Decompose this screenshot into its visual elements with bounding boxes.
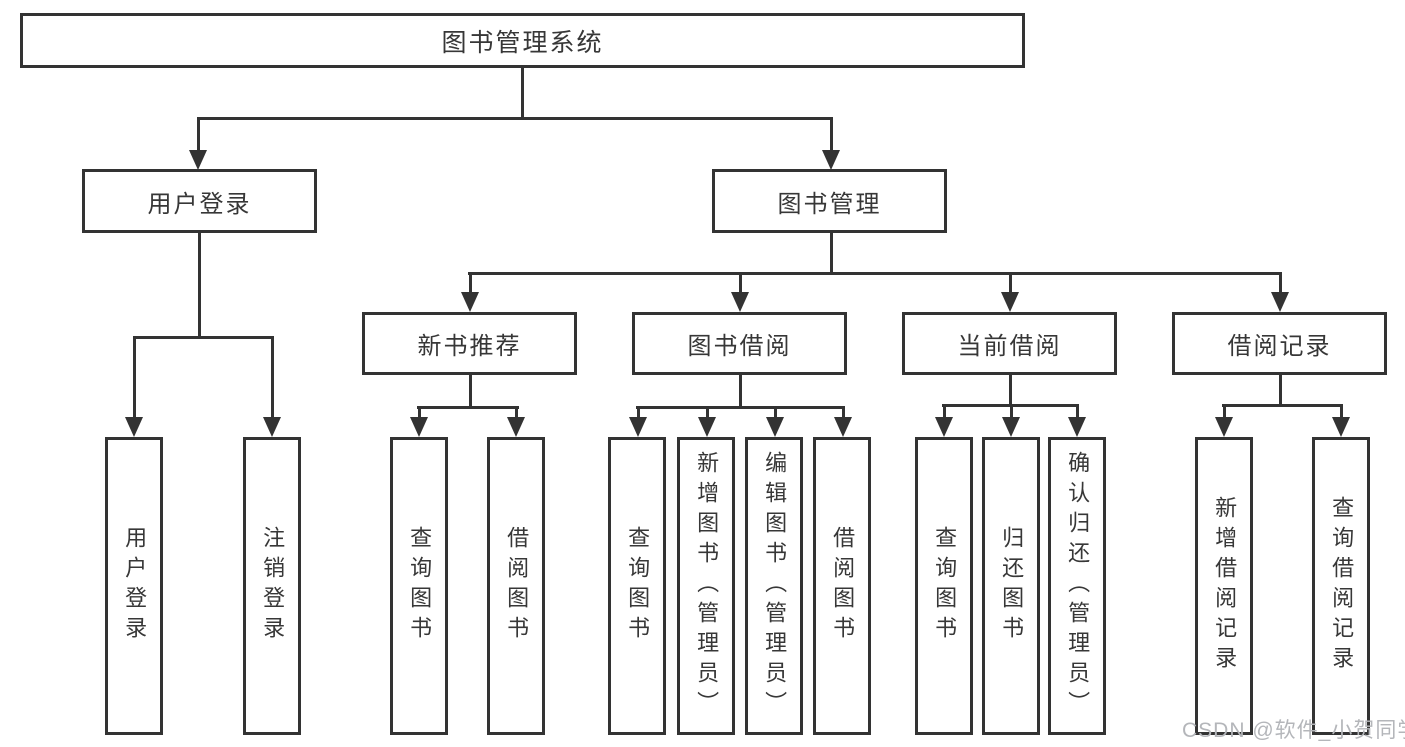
- node-book-borrow: 图书借阅: [632, 312, 847, 375]
- arrow-down-icon: [1332, 417, 1350, 437]
- csdn-watermark: CSDN @软件_小贺同学: [1182, 719, 1405, 742]
- leaf-newbooks-borrow-label: 借阅图书: [504, 526, 530, 646]
- connector-borrow-records-trunk: [1279, 375, 1282, 406]
- leaf-return-book: 归还图书: [982, 437, 1040, 735]
- node-borrow-records-label: 借阅记录: [1227, 333, 1332, 360]
- node-new-book-recommend: 新书推荐: [362, 312, 577, 375]
- leaf-add-borrow-record-label: 新增借阅记录: [1212, 496, 1238, 676]
- connector-root-trunk: [521, 68, 524, 118]
- connector-stub: [774, 406, 777, 420]
- connector-stub: [197, 117, 200, 151]
- leaf-user-login-label: 用户登录: [122, 526, 148, 646]
- leaf-newbooks-query-label: 查询图书: [407, 526, 433, 646]
- connector-user-login-trunk: [198, 233, 201, 337]
- leaf-query-borrow-record: 查询借阅记录: [1312, 437, 1370, 735]
- arrow-down-icon: [822, 150, 840, 170]
- leaf-borrow-edit-admin-label: 编辑图书（管理员）: [762, 451, 788, 721]
- arrow-down-icon: [1215, 417, 1233, 437]
- leaf-user-login: 用户登录: [105, 437, 163, 735]
- leaf-borrow-book-label: 借阅图书: [830, 526, 856, 646]
- node-root: 图书管理系统: [20, 13, 1025, 68]
- arrow-down-icon: [1001, 292, 1019, 312]
- connector-new-book-trunk: [469, 375, 472, 408]
- node-user-login-label: 用户登录: [147, 190, 252, 218]
- arrow-down-icon: [1068, 417, 1086, 437]
- arrow-down-icon: [834, 417, 852, 437]
- arrow-down-icon: [731, 292, 749, 312]
- connector-book-borrow-rail: [636, 406, 845, 409]
- arrow-down-icon: [410, 417, 428, 437]
- leaf-add-borrow-record: 新增借阅记录: [1195, 437, 1253, 735]
- leaf-query-borrow-record-label: 查询借阅记录: [1329, 496, 1355, 676]
- connector-level1-rail: [197, 117, 833, 120]
- node-book-management: 图书管理: [712, 169, 947, 233]
- leaf-return-book-label: 归还图书: [999, 526, 1025, 646]
- arrow-down-icon: [461, 292, 479, 312]
- connector-stub: [1076, 404, 1079, 419]
- connector-borrow-records-rail: [1222, 404, 1343, 407]
- connector-new-book-rail: [417, 406, 519, 409]
- connector-book-borrow-trunk: [739, 375, 742, 408]
- node-new-book-recommend-label: 新书推荐: [417, 333, 522, 360]
- arrow-down-icon: [629, 417, 647, 437]
- node-borrow-records: 借阅记录: [1172, 312, 1387, 375]
- connector-stub: [271, 336, 274, 418]
- connector-stub: [418, 406, 421, 420]
- leaf-confirm-return-admin: 确认归还（管理员）: [1048, 437, 1106, 735]
- node-book-borrow-label: 图书借阅: [687, 333, 792, 360]
- leaf-confirm-return-admin-label: 确认归还（管理员）: [1065, 451, 1091, 721]
- connector-stub: [515, 406, 518, 420]
- arrow-down-icon: [507, 417, 525, 437]
- node-user-login: 用户登录: [82, 169, 317, 233]
- leaf-borrow-query: 查询图书: [608, 437, 666, 735]
- leaf-logout: 注销登录: [243, 437, 301, 735]
- leaf-newbooks-query: 查询图书: [390, 437, 448, 735]
- arrow-down-icon: [189, 150, 207, 170]
- arrow-down-icon: [125, 417, 143, 437]
- connector-user-login-rail: [133, 336, 274, 339]
- leaf-newbooks-borrow: 借阅图书: [487, 437, 545, 735]
- arrow-down-icon: [1271, 292, 1289, 312]
- connector-stub: [1223, 404, 1226, 419]
- connector-level2-rail: [468, 272, 1281, 275]
- leaf-logout-label: 注销登录: [260, 526, 286, 646]
- connector-stub: [943, 404, 946, 419]
- connector-book-management-trunk: [830, 233, 833, 274]
- connector-stub: [830, 117, 833, 151]
- node-current-borrow: 当前借阅: [902, 312, 1117, 375]
- leaf-borrow-add-admin: 新增图书（管理员）: [677, 437, 735, 735]
- leaf-borrow-query-label: 查询图书: [625, 526, 651, 646]
- node-current-borrow-label: 当前借阅: [957, 333, 1062, 360]
- leaf-borrow-book: 借阅图书: [813, 437, 871, 735]
- leaf-current-query-label: 查询图书: [932, 526, 958, 646]
- connector-stub: [1340, 404, 1343, 419]
- connector-stub: [1010, 404, 1013, 419]
- arrow-down-icon: [766, 417, 784, 437]
- node-root-label: 图书管理系统: [441, 28, 604, 57]
- connector-stub: [842, 406, 845, 420]
- leaf-borrow-add-admin-label: 新增图书（管理员）: [694, 451, 720, 721]
- connector-current-borrow-trunk: [1009, 375, 1012, 406]
- connector-stub: [1009, 272, 1012, 294]
- leaf-borrow-edit-admin: 编辑图书（管理员）: [745, 437, 803, 735]
- node-book-management-label: 图书管理: [777, 190, 882, 218]
- arrow-down-icon: [1002, 417, 1020, 437]
- arrow-down-icon: [698, 417, 716, 437]
- connector-stub: [637, 406, 640, 420]
- connector-stub: [739, 272, 742, 294]
- leaf-current-query: 查询图书: [915, 437, 973, 735]
- connector-stub: [706, 406, 709, 420]
- connector-stub: [469, 272, 472, 294]
- connector-stub: [1279, 272, 1282, 294]
- connector-stub: [133, 336, 136, 418]
- arrow-down-icon: [935, 417, 953, 437]
- arrow-down-icon: [263, 417, 281, 437]
